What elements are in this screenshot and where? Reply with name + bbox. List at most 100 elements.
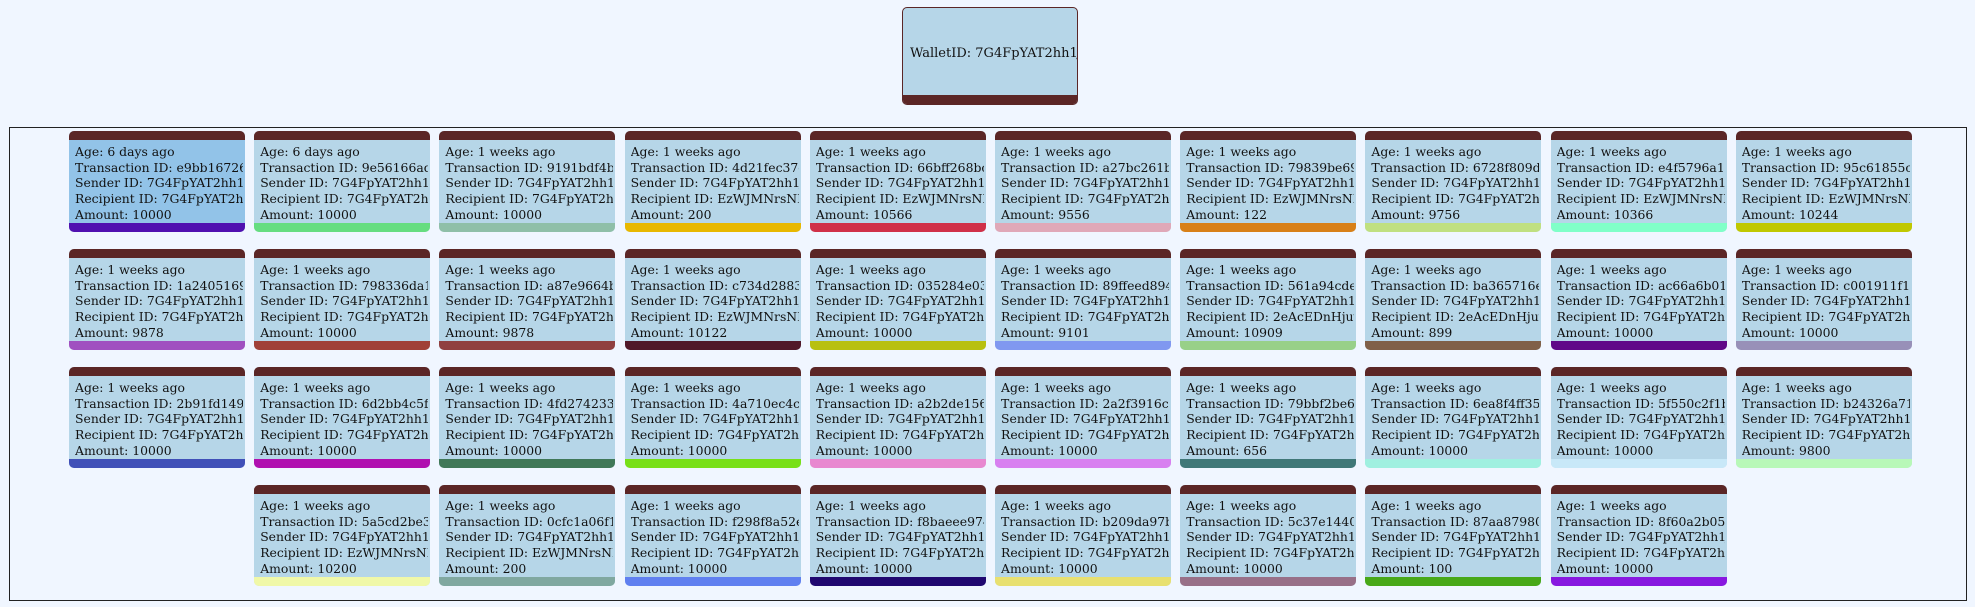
transaction-id-text: Transaction ID: 9191bdf4b0e... <box>445 159 614 175</box>
card-top-bar <box>1180 131 1357 140</box>
transaction-id-text: Transaction ID: 0cfc1a06f14... <box>445 513 614 529</box>
card-top-bar <box>1180 249 1357 258</box>
card-top-bar <box>624 131 801 140</box>
recipient-id-text: Recipient ID: EzWJMNrsNP6... <box>630 191 799 207</box>
amount-text: Amount: 10000 <box>630 442 728 458</box>
transaction-id-text: Transaction ID: a87e9664b8b... <box>445 277 614 293</box>
age-text: Age: 1 weeks ago <box>1371 262 1482 277</box>
card-color-bar <box>254 577 431 586</box>
sender-id-text: Sender ID: 7G4FpYAT2hh1j... <box>1186 411 1355 427</box>
transaction-id-text: Transaction ID: 4d21fec37d8... <box>630 159 799 175</box>
amount-text: Amount: 10000 <box>75 206 172 222</box>
transaction-id-text: Transaction ID: b209da97b1c... <box>1001 513 1169 529</box>
recipient-id-text: Recipient ID: 7G4FpYAT2hh... <box>1371 545 1540 561</box>
age-text: Age: 1 weeks ago <box>1001 262 1112 277</box>
recipient-id-text: Recipient ID: 7G4FpYAT2hh... <box>1001 191 1169 207</box>
recipient-id-text: Recipient ID: 7G4FpYAT2hh... <box>1741 427 1910 443</box>
transaction-id-text: Transaction ID: 89ffeed894c... <box>1001 277 1169 293</box>
transaction-id-text: Transaction ID: 4a710ec4cfa... <box>630 395 799 411</box>
card-color-bar <box>1735 459 1912 468</box>
card-color-bar <box>439 577 616 586</box>
amount-text: Amount: 10000 <box>260 442 357 458</box>
age-text: Age: 1 weeks ago <box>1371 144 1482 159</box>
card-top-bar <box>439 485 616 494</box>
age-text: Age: 1 weeks ago <box>1371 380 1482 395</box>
transaction-id-text: Transaction ID: 561a94cde95... <box>1186 277 1355 293</box>
transaction-id-text: Transaction ID: 2b91fd1491e... <box>75 395 243 411</box>
sender-id-text: Sender ID: 7G4FpYAT2hh1j... <box>260 529 429 545</box>
recipient-id-text: Recipient ID: EzWJMNrsNP6... <box>815 191 984 207</box>
card-color-bar <box>624 577 801 586</box>
recipient-id-text: Recipient ID: EzWJMNrsNP6... <box>1741 191 1910 207</box>
recipient-id-text: Recipient ID: 7G4FpYAT2hh... <box>1186 427 1355 443</box>
sender-id-text: Sender ID: 7G4FpYAT2hh1j... <box>445 175 614 191</box>
age-text: Age: 1 weeks ago <box>630 262 741 277</box>
card-color-bar <box>1735 223 1912 232</box>
sender-id-text: Sender ID: 7G4FpYAT2hh1j... <box>1371 293 1540 309</box>
card-color-bar <box>69 459 245 468</box>
card-color-bar <box>439 341 616 350</box>
amount-text: Amount: 10000 <box>445 206 543 222</box>
sender-id-text: Sender ID: 7G4FpYAT2hh1j... <box>630 411 799 427</box>
wallet-node[interactable]: WalletID: 7G4FpYAT2hh1j... <box>902 7 1078 105</box>
card-top-bar <box>1365 485 1542 494</box>
sender-id-text: Sender ID: 7G4FpYAT2hh1j... <box>1001 411 1169 427</box>
card-top-bar <box>69 367 245 376</box>
card-color-bar <box>1180 341 1357 350</box>
age-text: Age: 1 weeks ago <box>75 380 186 395</box>
age-text: Age: 1 weeks ago <box>445 380 556 395</box>
sender-id-text: Sender ID: 7G4FpYAT2hh1j... <box>1556 411 1725 427</box>
